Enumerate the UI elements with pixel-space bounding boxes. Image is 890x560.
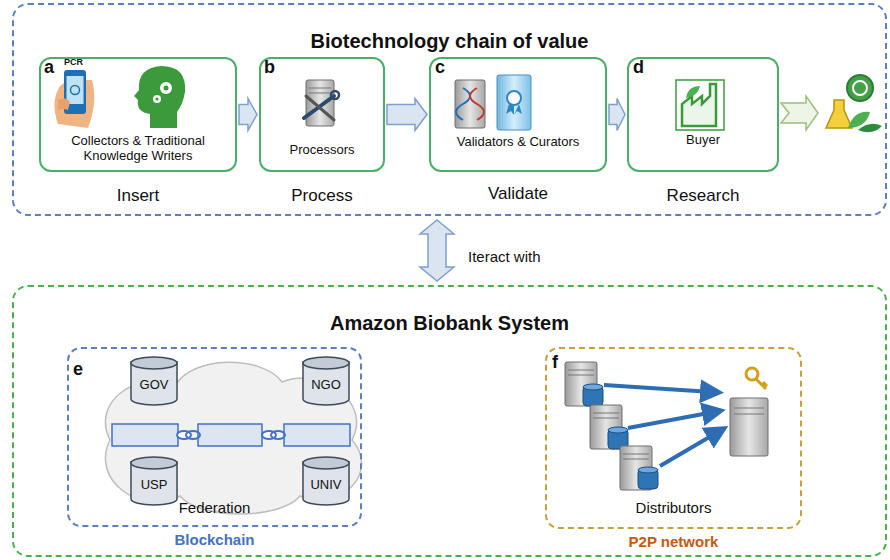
phone-icon [54,70,94,128]
callout-letter: c [435,58,445,78]
node-label: Distributors [547,499,800,517]
node-label: NGO [302,364,350,406]
p2p-servers [565,362,768,490]
database-cylinder: UNIV [302,456,350,506]
block-arrow [609,99,625,131]
validator-servers-icon [455,75,531,130]
product-icon [826,75,882,132]
callout-letter: f [552,353,558,373]
stage-caption: Blockchain [39,531,390,549]
node-label: GOV [130,364,178,406]
chain-band: Biotechnology chain of valueCollectors &… [12,3,887,216]
callout-letter: d [633,58,644,78]
callout-letter: a [44,58,54,78]
block-arrow [387,99,427,131]
block-chain [112,424,350,446]
node-label: Validators & Curators [431,134,605,150]
database-cylinder: USP [130,456,178,506]
head-gears-icon [134,66,185,128]
callout-letter: b [264,58,275,78]
factory-icon [676,80,724,130]
federation-group: FederationBlockchainGOVNGOUSPUNIV [67,347,362,527]
stage-box: BuyerResearch [627,57,779,172]
database-cylinder: GOV [130,356,178,406]
edge-label: Iteract with [466,249,543,266]
processor-icon [304,80,339,126]
callout-letter: e [73,360,83,380]
system-band: Amazon Biobank SystemFederationBlockchai… [12,285,887,557]
node-label: USP [130,464,178,506]
stage-caption: P2P network [517,533,830,551]
node-label: Processors [261,142,383,158]
node-label: UNIV [302,464,350,506]
stage-box: Validators & CuratorsValidate [429,57,607,172]
callout-letter: PCR [64,58,83,68]
output-arrow [781,96,818,130]
stage-caption: Insert [11,186,265,206]
stage-caption: Process [231,186,413,206]
block-arrow [420,220,454,281]
stage-box: Collectors & Traditional Knowledge Write… [39,57,237,172]
node-label: Collectors & Traditional Knowledge Write… [41,133,235,164]
database-cylinder: NGO [302,356,350,406]
band-title: Biotechnology chain of value [14,29,885,53]
node-label: Buyer [629,132,777,148]
band-title: Amazon Biobank System [14,311,885,335]
cloud-shape [105,362,361,514]
stage-caption: Research [599,186,807,206]
stage-caption: Validate [401,184,635,204]
stage-box: ProcessorsProcess [259,57,385,172]
block-arrow [239,99,257,131]
p2p-group: DistributorsP2P network [545,347,802,529]
